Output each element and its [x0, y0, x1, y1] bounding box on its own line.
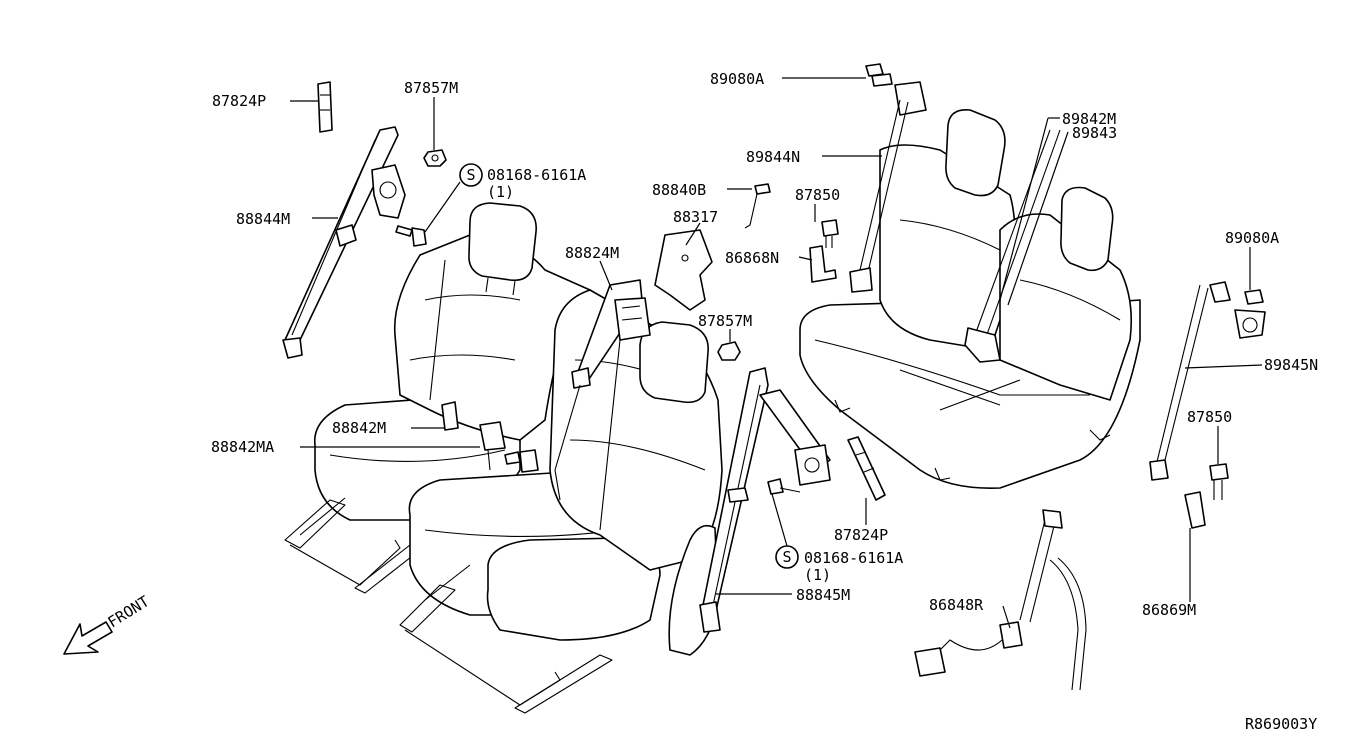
rear-bench-seat [799, 108, 1141, 489]
front-label: FRONT [105, 592, 153, 631]
front-belt-right-88824m [554, 183, 771, 501]
label-88845m: 88845M [796, 586, 850, 604]
screw-symbol-b: S [782, 548, 791, 566]
screw-symbol-circle-a [459, 163, 483, 187]
screw-symbol-a: S [466, 166, 475, 184]
label-89080a-top: 89080A [710, 70, 764, 88]
label-88842ma: 88842MA [211, 438, 274, 456]
label-87857m-mid: 87857M [698, 312, 752, 330]
label-89080a-right: 89080A [1225, 229, 1279, 247]
label-87850-right: 87850 [1187, 408, 1232, 426]
label-86848r: 86848R [929, 596, 984, 614]
front-belt-left-88844m [282, 81, 447, 359]
buckle-88842m [441, 401, 539, 473]
diagram-id: R869003Y [1245, 715, 1317, 733]
rear-belt-left-89844n [809, 63, 927, 293]
label-89842m: 89842M [1062, 110, 1116, 128]
label-87824p-top: 87824P [212, 92, 266, 110]
label-86868n: 86868N [725, 249, 779, 267]
center-belt-86848r [914, 509, 1087, 691]
label-08168-6161a-top: 08168-6161A [487, 166, 586, 184]
label-88840b: 88840B [652, 181, 706, 199]
front-arrow-icon [63, 621, 113, 655]
rear-belt-right-89845n [1149, 281, 1266, 529]
label-86869m: 86869M [1142, 601, 1196, 619]
label-87857m-top: 87857M [404, 79, 458, 97]
label-88842m: 88842M [332, 419, 386, 437]
label-89845n: 89845N [1264, 356, 1318, 374]
label-08168-6161a-mid: 08168-6161A [804, 549, 903, 567]
label-87824p-mid: 87824P [834, 526, 888, 544]
label-88317: 88317 [673, 208, 718, 226]
label-89844n: 89844N [746, 148, 800, 166]
label-08168-qty-mid: (1) [804, 566, 831, 584]
front-belt-88845m [699, 367, 886, 633]
label-89843: 89843 [1072, 124, 1117, 142]
label-87850-mid: 87850 [795, 186, 840, 204]
label-08168-qty-top: (1) [487, 183, 514, 201]
label-88844m: 88844M [236, 210, 290, 228]
label-88824m: 88824M [565, 244, 619, 262]
leader-lines [290, 77, 1263, 629]
left-front-seat [284, 202, 591, 594]
